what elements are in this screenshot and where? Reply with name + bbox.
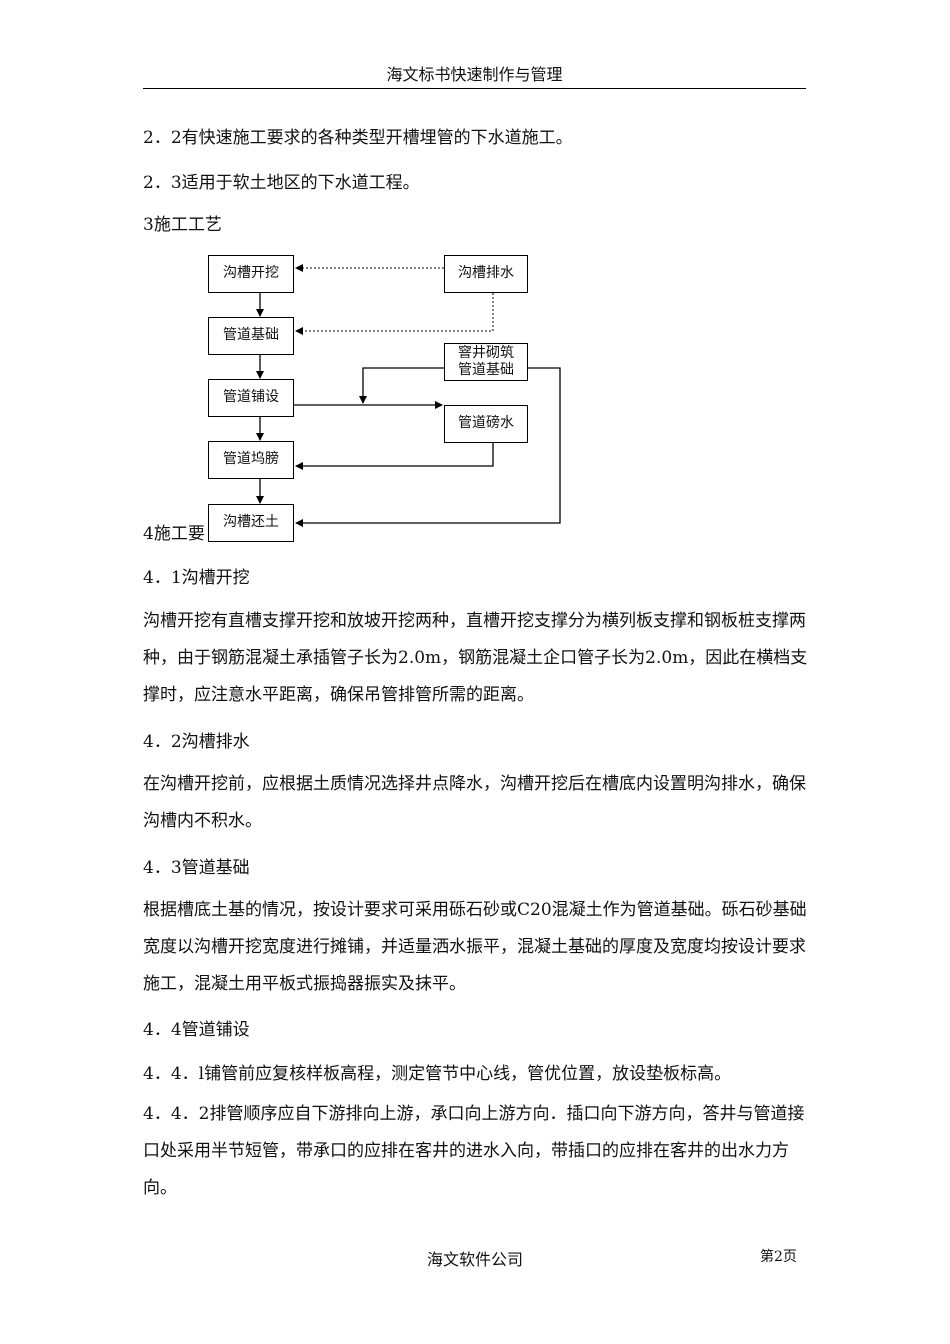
flow-box-label: 沟槽还土 xyxy=(223,514,279,530)
paragraph-4-1: 沟槽开挖有直槽支撑开挖和放坡开挖两种，直槽开挖支撑分为横列板支撑和钢板桩支撑两种… xyxy=(143,611,808,705)
flow-box-label: 管道坞膀 xyxy=(223,451,279,467)
flow-box-label: 管道基础 xyxy=(223,327,279,343)
flow-box-pipe-laying: 管道铺设 xyxy=(208,379,294,417)
flow-box-pipe-foundation: 管道基础 xyxy=(208,317,294,355)
paragraph-4-4-2: 4．4．2排管顺序应自下游排向上游，承口向上游方向．插口向下游方向，答井与管道接… xyxy=(143,1104,805,1198)
header-title: 海文标书快速制作与管理 xyxy=(386,65,563,84)
paragraph-4-3: 根据槽底土基的情况，按设计要求可采用砾石砂或C20混凝土作为管道基础。砾石砂基础… xyxy=(143,900,807,994)
paragraph-4-4-1: 4．4．l铺管前应复核样板高程，测定管节中心线，管优位置，放设垫板标高。 xyxy=(143,1064,732,1084)
section-heading-4-1: 4．1沟槽开挖 xyxy=(143,568,250,588)
flow-box-trench-drainage: 沟槽排水 xyxy=(444,255,528,293)
footer-company: 海文软件公司 xyxy=(426,1250,523,1269)
flow-box-label: 沟槽开挖 xyxy=(223,265,279,281)
flow-box-label-line2: 管道基础 xyxy=(458,362,514,378)
flow-box-label: 管道铺设 xyxy=(223,389,279,405)
flowchart-connectors xyxy=(256,264,561,527)
section-heading-4-4: 4．4管道铺设 xyxy=(143,1020,250,1040)
section-heading-4: 4施工要 xyxy=(143,524,205,544)
paragraph-4-2: 在沟槽开挖前，应根据土质情况选择井点降水，沟槽开挖后在槽底内设置明沟排水，确保沟… xyxy=(143,774,806,831)
flow-box-manhole-masonry: 窨井砌筑 管道基础 xyxy=(444,343,528,381)
footer-page-number: 第2页 xyxy=(760,1249,797,1265)
flow-box-trench-excavation: 沟槽开挖 xyxy=(208,255,294,293)
flow-box-label-line1: 窨井砌筑 xyxy=(458,345,514,361)
section-heading-4-3: 4．3管道基础 xyxy=(143,858,250,878)
text-line-2-2: 2．2有快速施工要求的各种类型开槽埋管的下水道施工。 xyxy=(143,128,573,148)
section-heading-4-2: 4．2沟槽排水 xyxy=(143,732,250,752)
page-header: 海文标书快速制作与管理 xyxy=(143,64,806,89)
flow-box-trench-backfill: 沟槽还土 xyxy=(208,504,294,542)
section-heading-3: 3施工工艺 xyxy=(143,215,222,235)
flow-box-label: 沟槽排水 xyxy=(458,265,514,281)
flow-box-pipe-water-test: 管道磅水 xyxy=(444,405,528,443)
flow-box-label: 管道磅水 xyxy=(458,415,514,431)
text-line-2-3: 2．3适用于软土地区的下水道工程。 xyxy=(143,173,420,193)
flow-box-pipe-haunching: 管道坞膀 xyxy=(208,441,294,479)
